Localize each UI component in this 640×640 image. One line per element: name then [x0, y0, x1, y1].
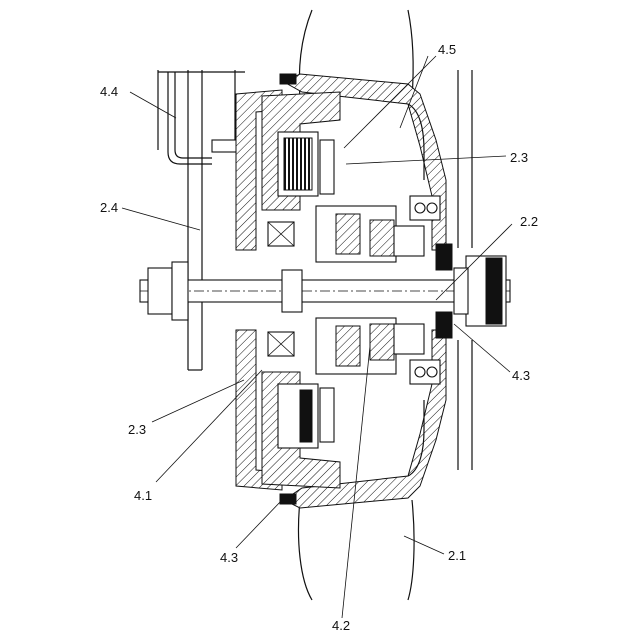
label-4-5: 4.5: [438, 42, 456, 57]
label-4-2: 4.2: [332, 618, 350, 633]
label-2-1: 2.1: [448, 548, 466, 563]
motor-winding-top: [278, 132, 334, 196]
label-2-4: 2.4: [100, 200, 118, 215]
label-4-4: 4.4: [100, 84, 118, 99]
label-4-3-right: 4.3: [512, 368, 530, 383]
label-2-3-bottom: 2.3: [128, 422, 146, 437]
label-2-3-top: 2.3: [510, 150, 528, 165]
label-4-3-bottom: 4.3: [220, 550, 238, 565]
label-4-1: 4.1: [134, 488, 152, 503]
axle: [140, 256, 510, 326]
motor-winding-bottom: [278, 384, 334, 448]
label-2-2: 2.2: [520, 214, 538, 229]
